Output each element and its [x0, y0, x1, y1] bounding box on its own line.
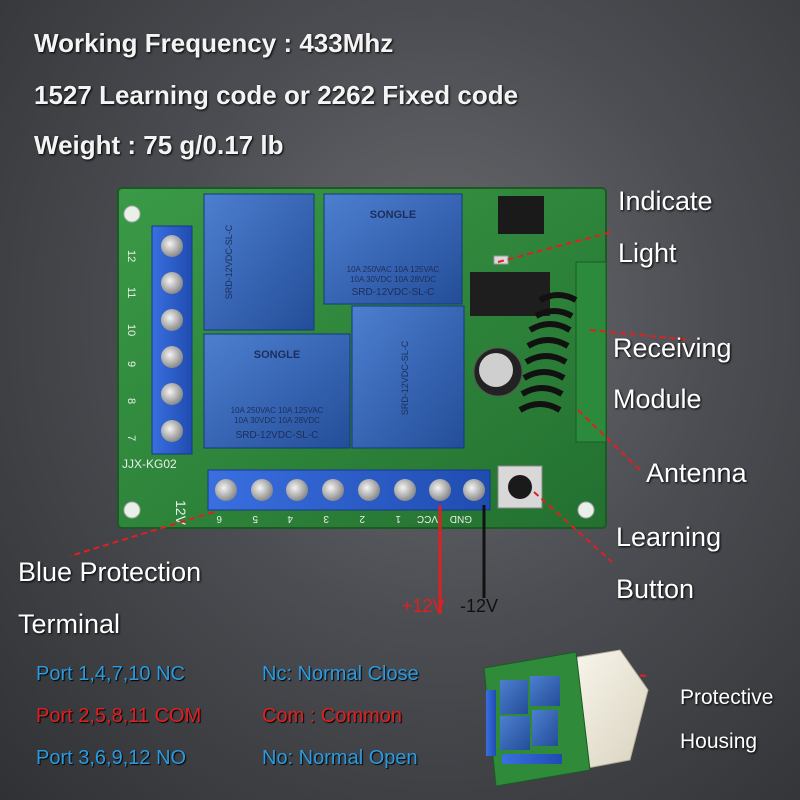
svg-text:SONGLE: SONGLE — [370, 209, 416, 221]
label-receiving: Receiving — [613, 333, 732, 363]
left-port-numbers: 12 11 10 9 8 7 — [125, 250, 137, 441]
voltage-plus: +12V — [402, 596, 445, 616]
port-no-left: Port 3,6,9,12 NO — [36, 747, 187, 769]
bottom-port-numbers: 6 5 4 3 2 1 VCC GND — [216, 513, 472, 524]
label-indicate: Indicate — [618, 186, 713, 216]
svg-text:10A 250VAC 10A 125VAC: 10A 250VAC 10A 125VAC — [347, 265, 440, 274]
svg-text:2: 2 — [359, 513, 365, 524]
relay-4: SRD-12VDC-SL-C — [351, 305, 465, 449]
label-light: Light — [618, 238, 677, 268]
svg-text:11: 11 — [125, 287, 137, 298]
svg-text:8: 8 — [125, 398, 137, 404]
svg-text:9: 9 — [125, 361, 137, 367]
label-protective: Protective — [680, 686, 774, 709]
left-screws — [161, 235, 183, 442]
port-no-right: No: Normal Open — [262, 747, 418, 769]
svg-text:SONGLE: SONGLE — [254, 349, 300, 361]
bottom-terminal-block — [207, 469, 491, 511]
svg-text:4: 4 — [287, 513, 293, 524]
protective-housing-image — [483, 649, 649, 787]
relay-1: SRD-12VDC-SL-C — [203, 193, 315, 331]
indicator-led — [493, 255, 509, 265]
label-antenna: Antenna — [646, 458, 747, 488]
ic-chip-decoder — [470, 272, 550, 316]
svg-text:5: 5 — [252, 513, 258, 524]
svg-text:VCC: VCC — [417, 513, 438, 524]
left-terminal-block — [151, 225, 193, 455]
label-button: Button — [616, 574, 695, 604]
svg-text:SRD-12VDC-SL-C: SRD-12VDC-SL-C — [236, 430, 319, 441]
label-blue-protection: Blue Protection — [18, 557, 202, 587]
label-learning: Learning — [616, 522, 722, 552]
spec-frequency: Working Frequency : 433Mhz — [34, 28, 394, 58]
board-voltage-mark: 12V — [173, 500, 189, 526]
svg-text:6: 6 — [216, 513, 222, 524]
port-com-right: Com : Common — [262, 705, 403, 727]
label-module: Module — [613, 384, 702, 414]
receiving-module — [575, 261, 607, 443]
port-nc-left: Port 1,4,7,10 NC — [36, 663, 185, 685]
label-housing: Housing — [680, 730, 758, 753]
svg-text:1: 1 — [395, 513, 401, 524]
svg-text:12: 12 — [125, 250, 137, 262]
relay-3: SONGLE 10A 250VAC 10A 125VAC 10A 30VDC 1… — [203, 333, 351, 449]
relay-2: SONGLE 10A 250VAC 10A 125VAC 10A 30VDC 1… — [323, 193, 463, 305]
port-com-left: Port 2,5,8,11 COM — [36, 705, 202, 727]
board-model: JJX-KG02 — [122, 457, 177, 471]
voltage-minus: -12V — [460, 596, 499, 616]
svg-text:10A 30VDC 10A 28VDC: 10A 30VDC 10A 28VDC — [234, 416, 320, 425]
learning-button-shape — [497, 465, 543, 509]
capacitor — [473, 347, 523, 397]
svg-text:SRD-12VDC-SL-C: SRD-12VDC-SL-C — [400, 340, 410, 415]
svg-text:7: 7 — [125, 435, 137, 441]
svg-text:10A 250VAC 10A 125VAC: 10A 250VAC 10A 125VAC — [231, 406, 324, 415]
svg-text:SRD-12VDC-SL-C: SRD-12VDC-SL-C — [352, 287, 435, 298]
spec-code: 1527 Learning code or 2262 Fixed code — [34, 80, 519, 110]
port-nc-right: Nc: Normal Close — [262, 663, 419, 685]
ic-chip-top — [498, 196, 544, 234]
spec-weight: Weight : 75 g/0.17 lb — [34, 130, 284, 160]
label-terminal: Terminal — [18, 609, 121, 639]
antenna-coil — [518, 292, 578, 413]
svg-text:GND: GND — [450, 513, 472, 524]
svg-text:3: 3 — [323, 513, 329, 524]
svg-text:10A 30VDC 10A 28VDC: 10A 30VDC 10A 28VDC — [350, 275, 436, 284]
svg-text:10: 10 — [125, 324, 137, 336]
svg-text:SRD-12VDC-SL-C: SRD-12VDC-SL-C — [224, 224, 234, 299]
